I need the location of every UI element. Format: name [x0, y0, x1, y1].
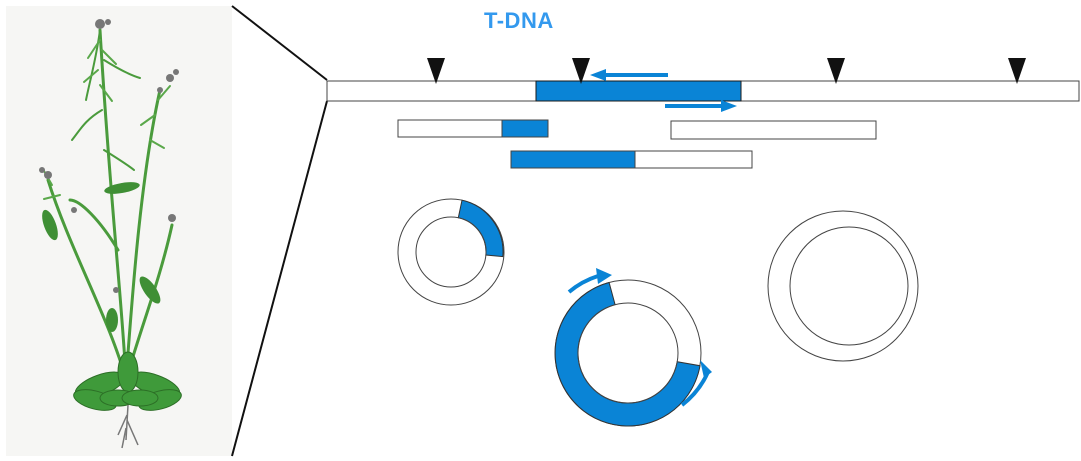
plant-flowers [39, 19, 179, 293]
plant-roots [117, 404, 139, 449]
zoom-line-bottom [231, 100, 328, 457]
genomic-dna-strip [326, 80, 1080, 102]
restriction-site-marker [572, 58, 590, 84]
tdna-label: T-DNA [484, 8, 554, 33]
tdna-insert [535, 80, 742, 102]
circle-primer-arrows [567, 268, 712, 407]
zoom-lines [231, 5, 328, 457]
fragment-right [670, 120, 877, 140]
restriction-sites [427, 58, 1026, 84]
primers [590, 69, 737, 112]
fragment-left [397, 119, 549, 138]
zoom-line-top [231, 5, 328, 81]
restriction-site-marker [1008, 58, 1026, 84]
circle-large [554, 268, 712, 427]
plant-stem-leaves [42, 182, 161, 332]
circle-empty [767, 210, 919, 362]
plant-siliques [43, 39, 171, 200]
restriction-site-marker [827, 58, 845, 84]
restriction-fragments [397, 119, 877, 169]
fragment-middle [510, 150, 753, 169]
restriction-site-marker [427, 58, 445, 84]
arabidopsis-plant-illustration [6, 6, 232, 456]
primer-arrow-reverse [590, 69, 668, 81]
plant-background [6, 6, 232, 456]
plant-rosette [73, 351, 182, 411]
circle-small [397, 198, 505, 306]
primer-arrow-forward [665, 100, 737, 112]
